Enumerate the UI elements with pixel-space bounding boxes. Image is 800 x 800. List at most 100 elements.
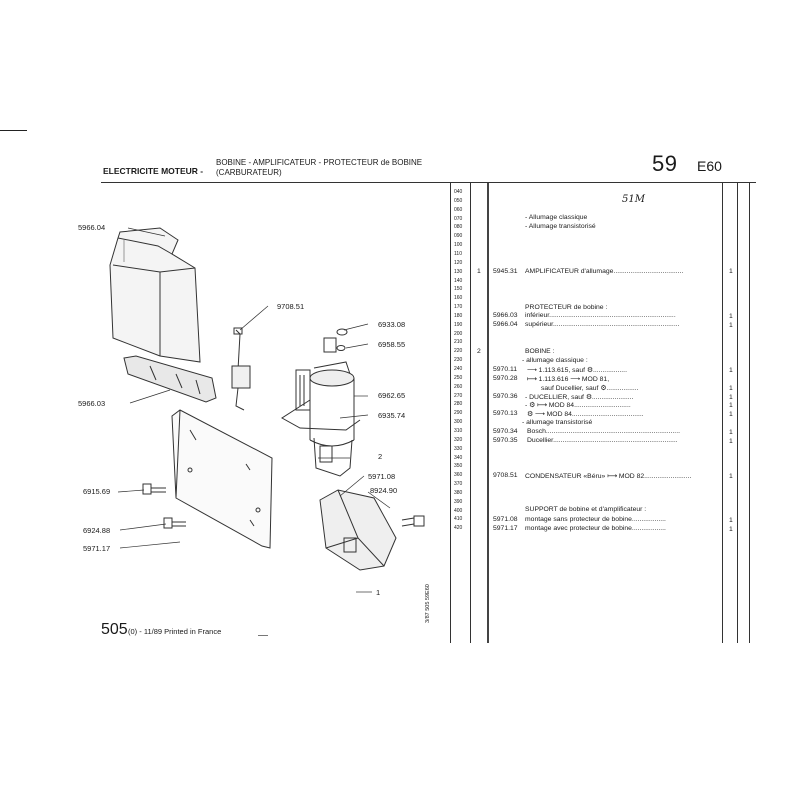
- condenser-part: [231, 327, 251, 411]
- page-title: BOBINE - AMPLIFICATEUR - PROTECTEUR de B…: [216, 158, 446, 178]
- part-ref: 5971.08: [493, 516, 518, 523]
- part-desc: montage sans protecteur de bobine.......…: [525, 516, 666, 523]
- part-desc: inférieur...............................…: [525, 312, 676, 319]
- line-number: 290: [454, 410, 463, 417]
- label-6958-55: 6958.55: [378, 340, 406, 349]
- line-number: 040: [454, 189, 463, 195]
- line-number: 340: [454, 454, 463, 461]
- part-qty: 1: [729, 429, 733, 436]
- part-desc: ⟼ 1.113.616 ⟶ MOD 81,: [527, 376, 610, 383]
- line-number: 210: [454, 339, 463, 346]
- line-number: 310: [454, 427, 463, 434]
- line-number: 070: [454, 215, 463, 222]
- label-5966-04: 5966.04: [78, 223, 106, 232]
- part-desc: ⟶ 1.113.615, sauf ⚙..................: [527, 367, 627, 374]
- list-item: - Allumage transistorisé: [525, 223, 596, 230]
- line-number: 300: [454, 419, 463, 426]
- fig-number: 1: [477, 268, 481, 275]
- part-desc: BOBINE :: [525, 348, 555, 355]
- part-qty: 1: [729, 367, 733, 374]
- line-number: 370: [454, 481, 463, 488]
- title-line-1: BOBINE - AMPLIFICATEUR - PROTECTEUR de B…: [216, 158, 423, 167]
- part-ref: 9708.51: [493, 472, 518, 479]
- line-number: 090: [454, 233, 463, 240]
- col-line: [470, 183, 471, 643]
- footer-page-code: 505: [101, 621, 128, 638]
- col-line: [450, 183, 451, 643]
- header-rule: [101, 182, 756, 184]
- part-ref: 5966.03: [493, 312, 518, 319]
- line-number: 390: [454, 498, 463, 505]
- part-desc: sauf Ducellier, sauf ⚙.................: [541, 385, 639, 392]
- vertical-code: 3/87 505 59E60: [425, 584, 431, 623]
- line-number: 360: [454, 472, 463, 479]
- label-5966-03: 5966.03: [78, 399, 106, 408]
- line-number: 400: [454, 507, 463, 514]
- corner-mark: [0, 130, 27, 131]
- label-6933-08: 6933.08: [378, 320, 406, 329]
- label-9708-51: 9708.51: [277, 302, 305, 311]
- nut-washer-part: [336, 328, 348, 351]
- line-number: 320: [454, 436, 463, 443]
- line-number: 270: [454, 392, 463, 399]
- part-ref: 5971.17: [493, 525, 518, 532]
- part-desc: Ducellier...............................…: [527, 437, 678, 444]
- list-item: - Allumage classique: [525, 214, 587, 221]
- line-number: 140: [454, 277, 463, 284]
- line-number: 050: [454, 197, 463, 204]
- part-desc: - allumage transistorisé: [522, 419, 593, 426]
- line-number: 260: [454, 383, 463, 390]
- part-ref: 5966.04: [493, 321, 518, 328]
- part-desc: AMPLIFICATEUR d'allumage................…: [525, 268, 684, 275]
- part-ref: 5945.31: [493, 268, 518, 275]
- label-5971-08: 5971.08: [368, 472, 396, 481]
- section-code: E60: [697, 158, 722, 174]
- col-line: [737, 183, 738, 643]
- leader-lines: [117, 227, 391, 593]
- line-number: 060: [454, 206, 463, 213]
- line-number: 240: [454, 366, 463, 372]
- screw-part: [142, 483, 425, 529]
- part-qty: 1: [729, 402, 733, 409]
- part-desc: Bosch...................................…: [527, 428, 680, 435]
- line-number: 150: [454, 286, 463, 293]
- line-number: 350: [454, 463, 463, 470]
- part-ref: 5970.13: [493, 410, 518, 417]
- handwritten-note: 51M: [622, 194, 645, 205]
- part-qty: 1: [729, 322, 733, 329]
- line-number: 110: [454, 250, 462, 257]
- label-8924-90: 8924.90: [370, 486, 398, 495]
- part-desc: - allumage classique :: [522, 357, 588, 364]
- part-ref: 5970.11: [493, 366, 518, 373]
- exploded-view-diagram: [109, 227, 425, 593]
- part-desc: montage avec protecteur de bobine.......…: [525, 525, 666, 532]
- line-number: 420: [454, 525, 463, 532]
- part-ref: 5970.36: [493, 393, 518, 400]
- label-6962-65: 6962.65: [378, 391, 406, 400]
- title-line-2: (CARBURATEUR): [216, 168, 282, 177]
- line-number: 200: [454, 330, 463, 337]
- line-number: 220: [454, 348, 463, 355]
- part-desc: CONDENSATEUR «Béru» ⟼ MOD 82............…: [525, 473, 692, 480]
- part-qty: 1: [729, 411, 733, 418]
- footer-mark: [258, 635, 268, 636]
- amplifier-part: [319, 489, 397, 571]
- part-ref: 5970.34: [493, 428, 518, 435]
- line-number: 160: [454, 295, 463, 302]
- line-number: 080: [454, 224, 463, 231]
- lower-protector-part: [123, 355, 217, 403]
- part-desc: supérieur...............................…: [525, 321, 680, 328]
- label-5971-17: 5971.17: [83, 544, 111, 553]
- part-qty: 1: [729, 438, 733, 445]
- part-desc: - DUCELLIER, sauf ⚙.....................…: [525, 394, 634, 401]
- line-number: 380: [454, 489, 463, 496]
- part-desc: ⚙ ⟶ MOD 84..............................…: [527, 411, 644, 418]
- line-number: 130: [454, 268, 463, 275]
- part-qty: 1: [729, 517, 733, 524]
- part-desc: - ⚙ ⟼ MOD 84............................…: [525, 402, 631, 409]
- label-1: 1: [376, 588, 381, 597]
- line-number: 170: [454, 304, 463, 311]
- part-ref: 5970.35: [493, 437, 518, 444]
- part-qty: 1: [729, 268, 733, 275]
- label-6915-69: 6915.69: [83, 487, 111, 496]
